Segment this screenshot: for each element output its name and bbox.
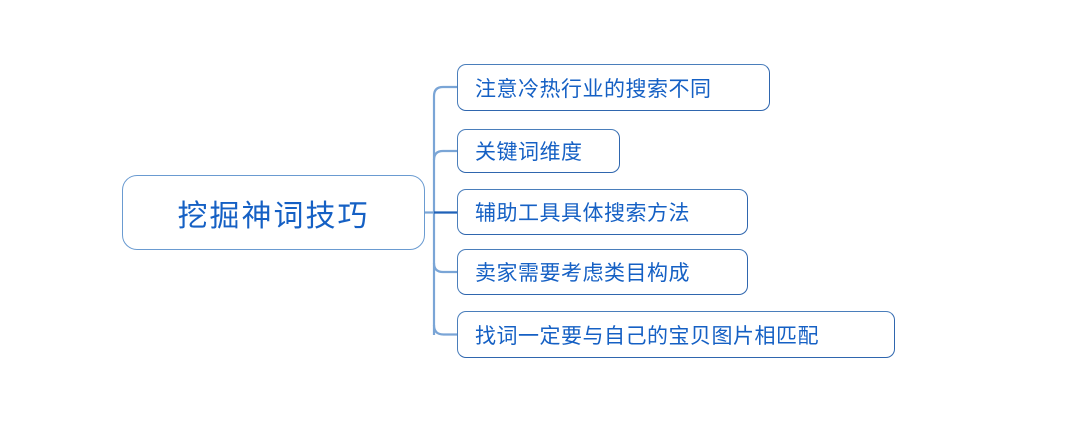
mindmap-branch-node[interactable]: 关键词维度 bbox=[457, 129, 620, 173]
branch-node-label: 注意冷热行业的搜索不同 bbox=[475, 76, 712, 101]
mindmap-branch-node[interactable]: 找词一定要与自己的宝贝图片相匹配 bbox=[457, 311, 895, 358]
mindmap-branch-node[interactable]: 注意冷热行业的搜索不同 bbox=[457, 64, 770, 111]
mindmap-branch-node[interactable]: 辅助工具具体搜索方法 bbox=[457, 189, 748, 235]
branch-node-label: 卖家需要考虑类目构成 bbox=[475, 261, 690, 285]
branch-node-label: 关键词维度 bbox=[475, 140, 583, 164]
root-node-label: 挖掘神词技巧 bbox=[177, 198, 370, 234]
mindmap-root-node[interactable]: 挖掘神词技巧 bbox=[122, 175, 425, 250]
mindmap-branch-node[interactable]: 卖家需要考虑类目构成 bbox=[457, 249, 748, 295]
branch-node-label: 辅助工具具体搜索方法 bbox=[475, 201, 690, 225]
branch-node-label: 找词一定要与自己的宝贝图片相匹配 bbox=[475, 323, 819, 348]
